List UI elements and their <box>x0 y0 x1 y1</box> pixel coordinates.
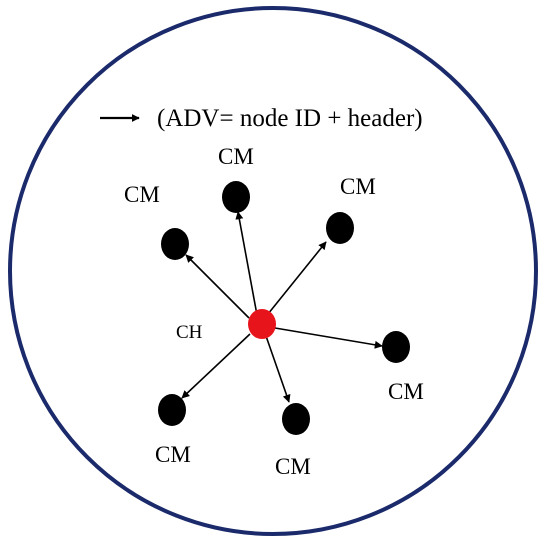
cm-node-upper-right <box>326 212 354 244</box>
cm-node-upper-left <box>161 228 189 260</box>
cm-label-right: CM <box>388 379 424 404</box>
arrow-to-cm-lower-left <box>181 333 251 399</box>
broadcast-arrows <box>181 211 383 403</box>
arrow-to-cm-upper-right <box>267 241 327 315</box>
cm-node-top <box>222 181 250 213</box>
cluster-members <box>158 181 410 435</box>
cluster-head-label: CH <box>176 322 203 343</box>
legend: (ADV= node ID + header) <box>100 105 423 132</box>
arrow-to-cm-right <box>274 327 383 349</box>
cluster-boundary <box>8 6 538 536</box>
cm-node-bottom <box>282 403 310 435</box>
cm-label-upper-left: CM <box>124 182 160 207</box>
cm-node-lower-left <box>158 394 186 426</box>
arrow-to-cm-upper-left <box>185 254 250 319</box>
cm-label-bottom: CM <box>275 454 311 479</box>
cluster-head-node <box>248 309 276 339</box>
cm-node-right <box>382 331 410 363</box>
arrow-to-cm-top <box>235 211 258 316</box>
cm-label-upper-right: CM <box>340 174 376 199</box>
cm-label-top: CM <box>218 144 254 169</box>
legend-text: (ADV= node ID + header) <box>157 105 423 132</box>
arrow-to-cm-bottom <box>265 335 291 403</box>
cm-label-lower-left: CM <box>155 442 191 467</box>
